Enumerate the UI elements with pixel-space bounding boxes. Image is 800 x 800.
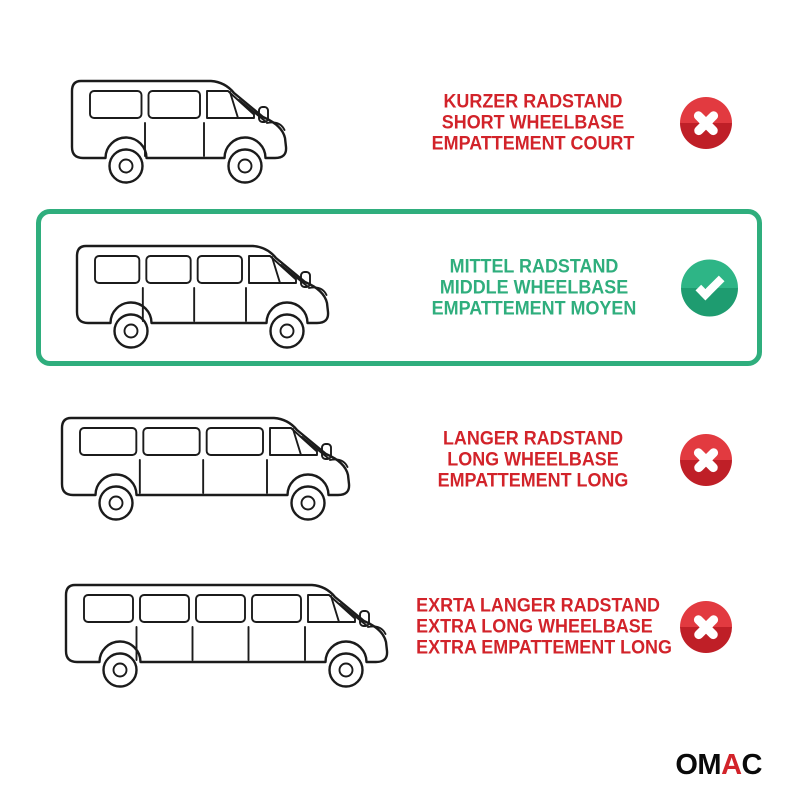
caption-line-en: MIDDLE WHEELBASE bbox=[439, 276, 629, 298]
status-icon-selected bbox=[681, 259, 738, 316]
wheelbase-caption-extra-long: EXRTA LANGER RADSTAND EXTRA LONG WHEELBA… bbox=[406, 594, 672, 659]
van-outline-svg bbox=[64, 583, 389, 688]
van-outline-svg bbox=[70, 79, 288, 184]
van-outline-svg bbox=[75, 244, 330, 349]
caption-line-fr: EMPATTEMENT LONG bbox=[437, 469, 629, 492]
caption-line-en: SHORT WHEELBASE bbox=[441, 111, 625, 134]
caption-line-en: LONG WHEELBASE bbox=[447, 448, 619, 471]
wheelbase-caption-long: LANGER RADSTAND LONG WHEELBASE EMPATTEME… bbox=[406, 427, 660, 492]
van-side-drawing-long bbox=[46, 385, 364, 535]
caption-line-fr: EMPATTEMENT COURT bbox=[431, 132, 635, 155]
option-row-extra-long-wheelbase: EXRTA LANGER RADSTAND EXTRA LONG WHEELBA… bbox=[40, 548, 762, 706]
logo-letter: O bbox=[675, 749, 698, 781]
status-icon-rejected bbox=[680, 434, 732, 486]
status-icon-rejected bbox=[680, 601, 732, 653]
van-side-drawing-short bbox=[56, 48, 301, 198]
logo-letter: C bbox=[741, 749, 763, 781]
caption-line-de: KURZER RADSTAND bbox=[443, 90, 623, 113]
option-row-long-wheelbase: LANGER RADSTAND LONG WHEELBASE EMPATTEME… bbox=[40, 385, 762, 535]
caption-line-en: EXTRA LONG WHEELBASE bbox=[416, 615, 653, 638]
caption-line-de: EXRTA LANGER RADSTAND bbox=[416, 594, 661, 617]
option-row-middle-wheelbase: MITTEL RADSTAND MIDDLE WHEELBASE EMPATTE… bbox=[36, 209, 762, 366]
van-side-drawing-extra-long bbox=[50, 552, 402, 702]
omac-logo: OMAC bbox=[675, 749, 762, 782]
checkmark-glyph bbox=[695, 271, 724, 301]
caption-line-de: LANGER RADSTAND bbox=[442, 427, 624, 450]
caption-line-fr: EXTRA EMPATTEMENT LONG bbox=[416, 636, 672, 659]
van-outline-svg bbox=[60, 416, 351, 521]
wheelbase-caption-short: KURZER RADSTAND SHORT WHEELBASE EMPATTEM… bbox=[406, 90, 660, 155]
logo-letter: A bbox=[721, 749, 742, 781]
logo-letter: M bbox=[697, 749, 722, 781]
status-icon-rejected bbox=[680, 97, 732, 149]
van-side-drawing-middle bbox=[61, 213, 343, 363]
caption-line-fr: EMPATTEMENT MOYEN bbox=[431, 297, 637, 319]
option-row-short-wheelbase: KURZER RADSTAND SHORT WHEELBASE EMPATTEM… bbox=[40, 48, 762, 198]
wheelbase-caption-middle: MITTEL RADSTAND MIDDLE WHEELBASE EMPATTE… bbox=[407, 256, 661, 319]
caption-line-de: MITTEL RADSTAND bbox=[449, 255, 619, 277]
